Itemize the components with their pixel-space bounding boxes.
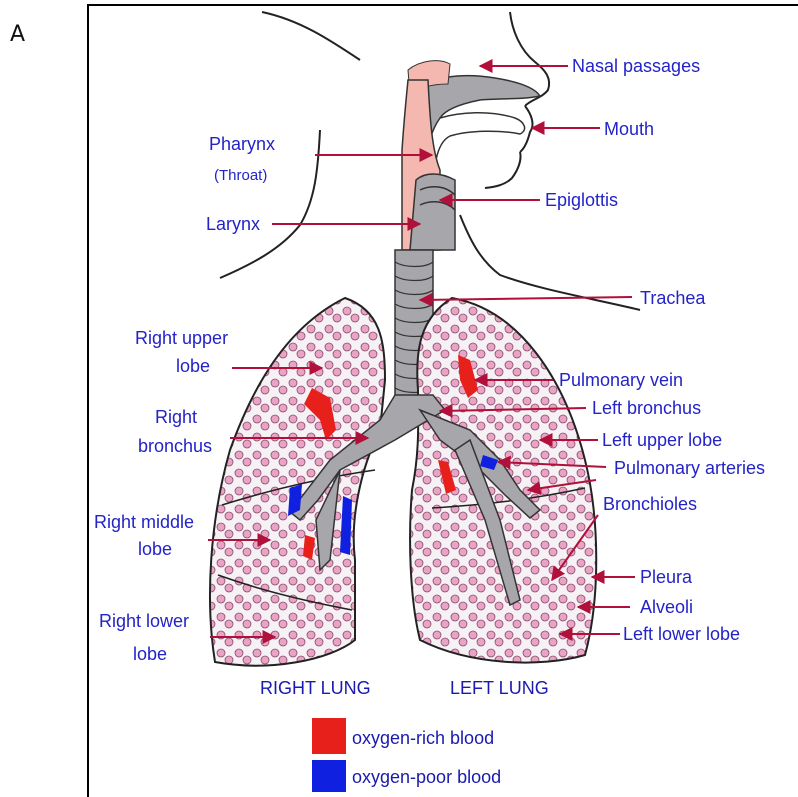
label-right-bronchus-line2: bronchus [138, 436, 212, 456]
label-left-bronchus: Left bronchus [592, 398, 701, 418]
label-pulmonary-arteries: Pulmonary arteries [614, 458, 765, 478]
label-pharynx: Pharynx [209, 134, 275, 154]
label-pleura: Pleura [640, 567, 693, 587]
label-alveoli: Alveoli [640, 597, 693, 617]
label-right-lower-lobe-line2: lobe [133, 644, 167, 664]
label-right-lower-lobe-line1: Right lower [99, 611, 189, 631]
label-left-upper-lobe: Left upper lobe [602, 430, 722, 450]
label-bronchioles: Bronchioles [603, 494, 697, 514]
label-epiglottis: Epiglottis [545, 190, 618, 210]
legend-label-oxygen-rich: oxygen-rich blood [352, 728, 494, 748]
label-right-middle-lobe-line2: lobe [138, 539, 172, 559]
label-right-lung: RIGHT LUNG [260, 678, 371, 698]
label-throat: (Throat) [214, 167, 267, 184]
right-lung [210, 298, 385, 666]
legend-swatch-oxygen-poor [312, 760, 346, 792]
label-right-bronchus-line1: Right [155, 407, 197, 427]
label-left-lower-lobe: Left lower lobe [623, 624, 740, 644]
label-mouth: Mouth [604, 119, 654, 139]
label-larynx: Larynx [206, 214, 260, 234]
legend-label-oxygen-poor: oxygen-poor blood [352, 767, 501, 787]
label-pulmonary-vein: Pulmonary vein [559, 370, 683, 390]
label-nasal-passages: Nasal passages [572, 56, 700, 76]
legend: oxygen-rich blood oxygen-poor blood [312, 718, 501, 792]
label-trachea: Trachea [640, 288, 706, 308]
legend-swatch-oxygen-rich [312, 718, 346, 754]
label-right-upper-lobe-line1: Right upper [135, 328, 228, 348]
label-right-middle-lobe-line1: Right middle [94, 512, 194, 532]
label-left-lung: LEFT LUNG [450, 678, 549, 698]
label-right-upper-lobe-line2: lobe [176, 356, 210, 376]
